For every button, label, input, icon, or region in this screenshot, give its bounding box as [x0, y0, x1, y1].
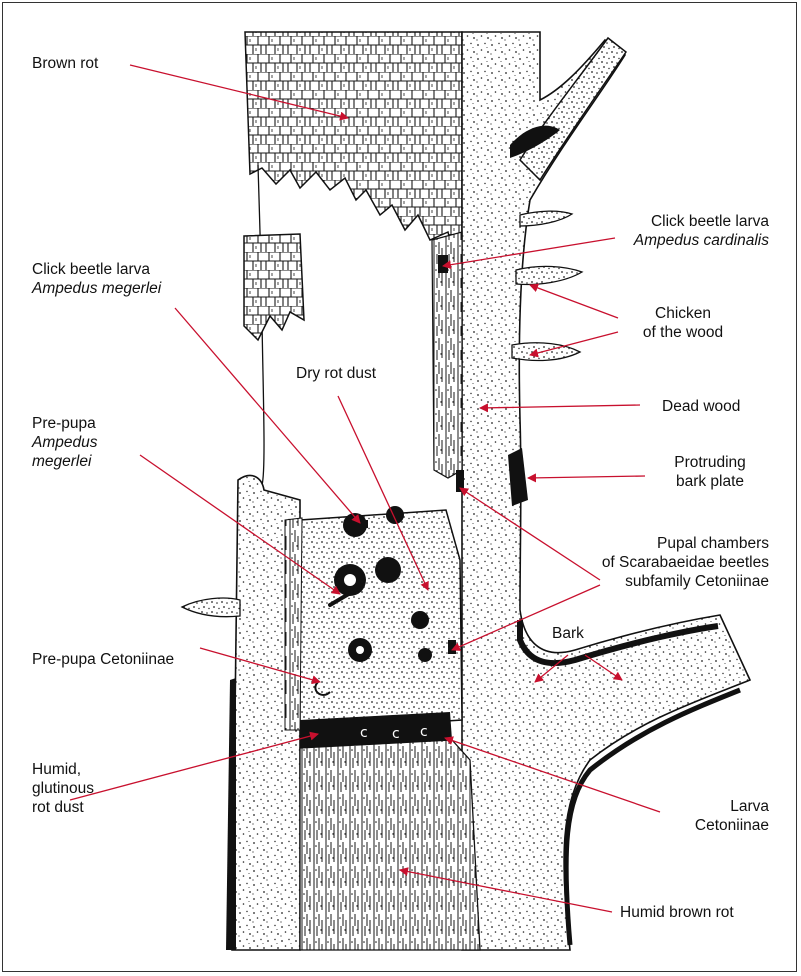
humid-brown-rot-wood [300, 740, 480, 950]
label-prepupa-ampedus: Pre-pupa Ampedus megerlei [32, 414, 97, 471]
label-brown-rot: Brown rot [32, 54, 98, 73]
label-line: Bark [552, 624, 584, 643]
label-line: Humid brown rot [620, 903, 734, 922]
label-line: bark plate [655, 472, 765, 491]
label-dry-rot-dust: Dry rot dust [296, 364, 376, 383]
left-bark-strip [226, 678, 236, 950]
label-line: Larva [695, 797, 769, 816]
label-pupal-chambers: Pupal chambers of Scarabaeidae beetles s… [602, 534, 769, 591]
label-line: Pupal chambers [602, 534, 769, 553]
svg-text:c: c [392, 726, 400, 742]
label-chicken-of-wood: Chicken of the wood [618, 304, 748, 342]
label-line: Pre-pupa [32, 414, 97, 433]
wood-fragment [244, 234, 304, 340]
label-line: Protruding [655, 453, 765, 472]
arrow-protruding-bark [528, 476, 645, 478]
upper-brown-rot-wood [245, 32, 462, 250]
label-larva-cetoniinae: Larva Cetoniinae [695, 797, 769, 835]
chamber-wall-wood [285, 518, 302, 730]
label-line: megerlei [32, 452, 97, 471]
label-line: glutinous [32, 779, 94, 798]
svg-text:c: c [420, 724, 428, 740]
dry-rot-dust-chamber [300, 510, 462, 730]
label-line: Click beetle larva [32, 260, 161, 279]
label-brown-rot-text: Brown rot [32, 54, 98, 73]
fungus-bracket-2 [516, 266, 582, 284]
label-line: subfamily Cetoniinae [602, 572, 769, 591]
label-line: rot dust [32, 798, 94, 817]
svg-text:c: c [360, 725, 368, 741]
label-humid-glutinous: Humid, glutinous rot dust [32, 760, 94, 817]
label-click-beetle-cardinalis: Click beetle larva Ampedus cardinalis [634, 212, 769, 250]
label-line: Click beetle larva [634, 212, 769, 231]
fungus-bracket-1 [520, 211, 572, 226]
label-line: Ampedus cardinalis [634, 231, 769, 250]
label-line: Humid, [32, 760, 94, 779]
fungus-bracket-3 [512, 343, 580, 361]
fungus-bracket-left [182, 598, 240, 617]
label-line: Cetoniinae [695, 816, 769, 835]
label-line: Ampedus megerlei [32, 279, 161, 298]
label-line: Pre-pupa Cetoniinae [32, 650, 174, 669]
label-click-beetle-megerlei: Click beetle larva Ampedus megerlei [32, 260, 161, 298]
label-prepupa-cetoniinae: Pre-pupa Cetoniinae [32, 650, 174, 669]
label-dead-wood: Dead wood [662, 397, 740, 416]
arrow-chicken-1 [530, 285, 618, 318]
label-line: Ampedus [32, 433, 97, 452]
label-line: of the wood [618, 323, 748, 342]
label-line: Chicken [618, 304, 748, 323]
label-humid-brown-rot: Humid brown rot [620, 903, 734, 922]
label-bark: Bark [552, 624, 584, 643]
label-line: Dead wood [662, 397, 740, 416]
label-protruding-bark: Protruding bark plate [655, 453, 765, 491]
label-line: of Scarabaeidae beetles [602, 553, 769, 572]
label-line: Dry rot dust [296, 364, 376, 383]
